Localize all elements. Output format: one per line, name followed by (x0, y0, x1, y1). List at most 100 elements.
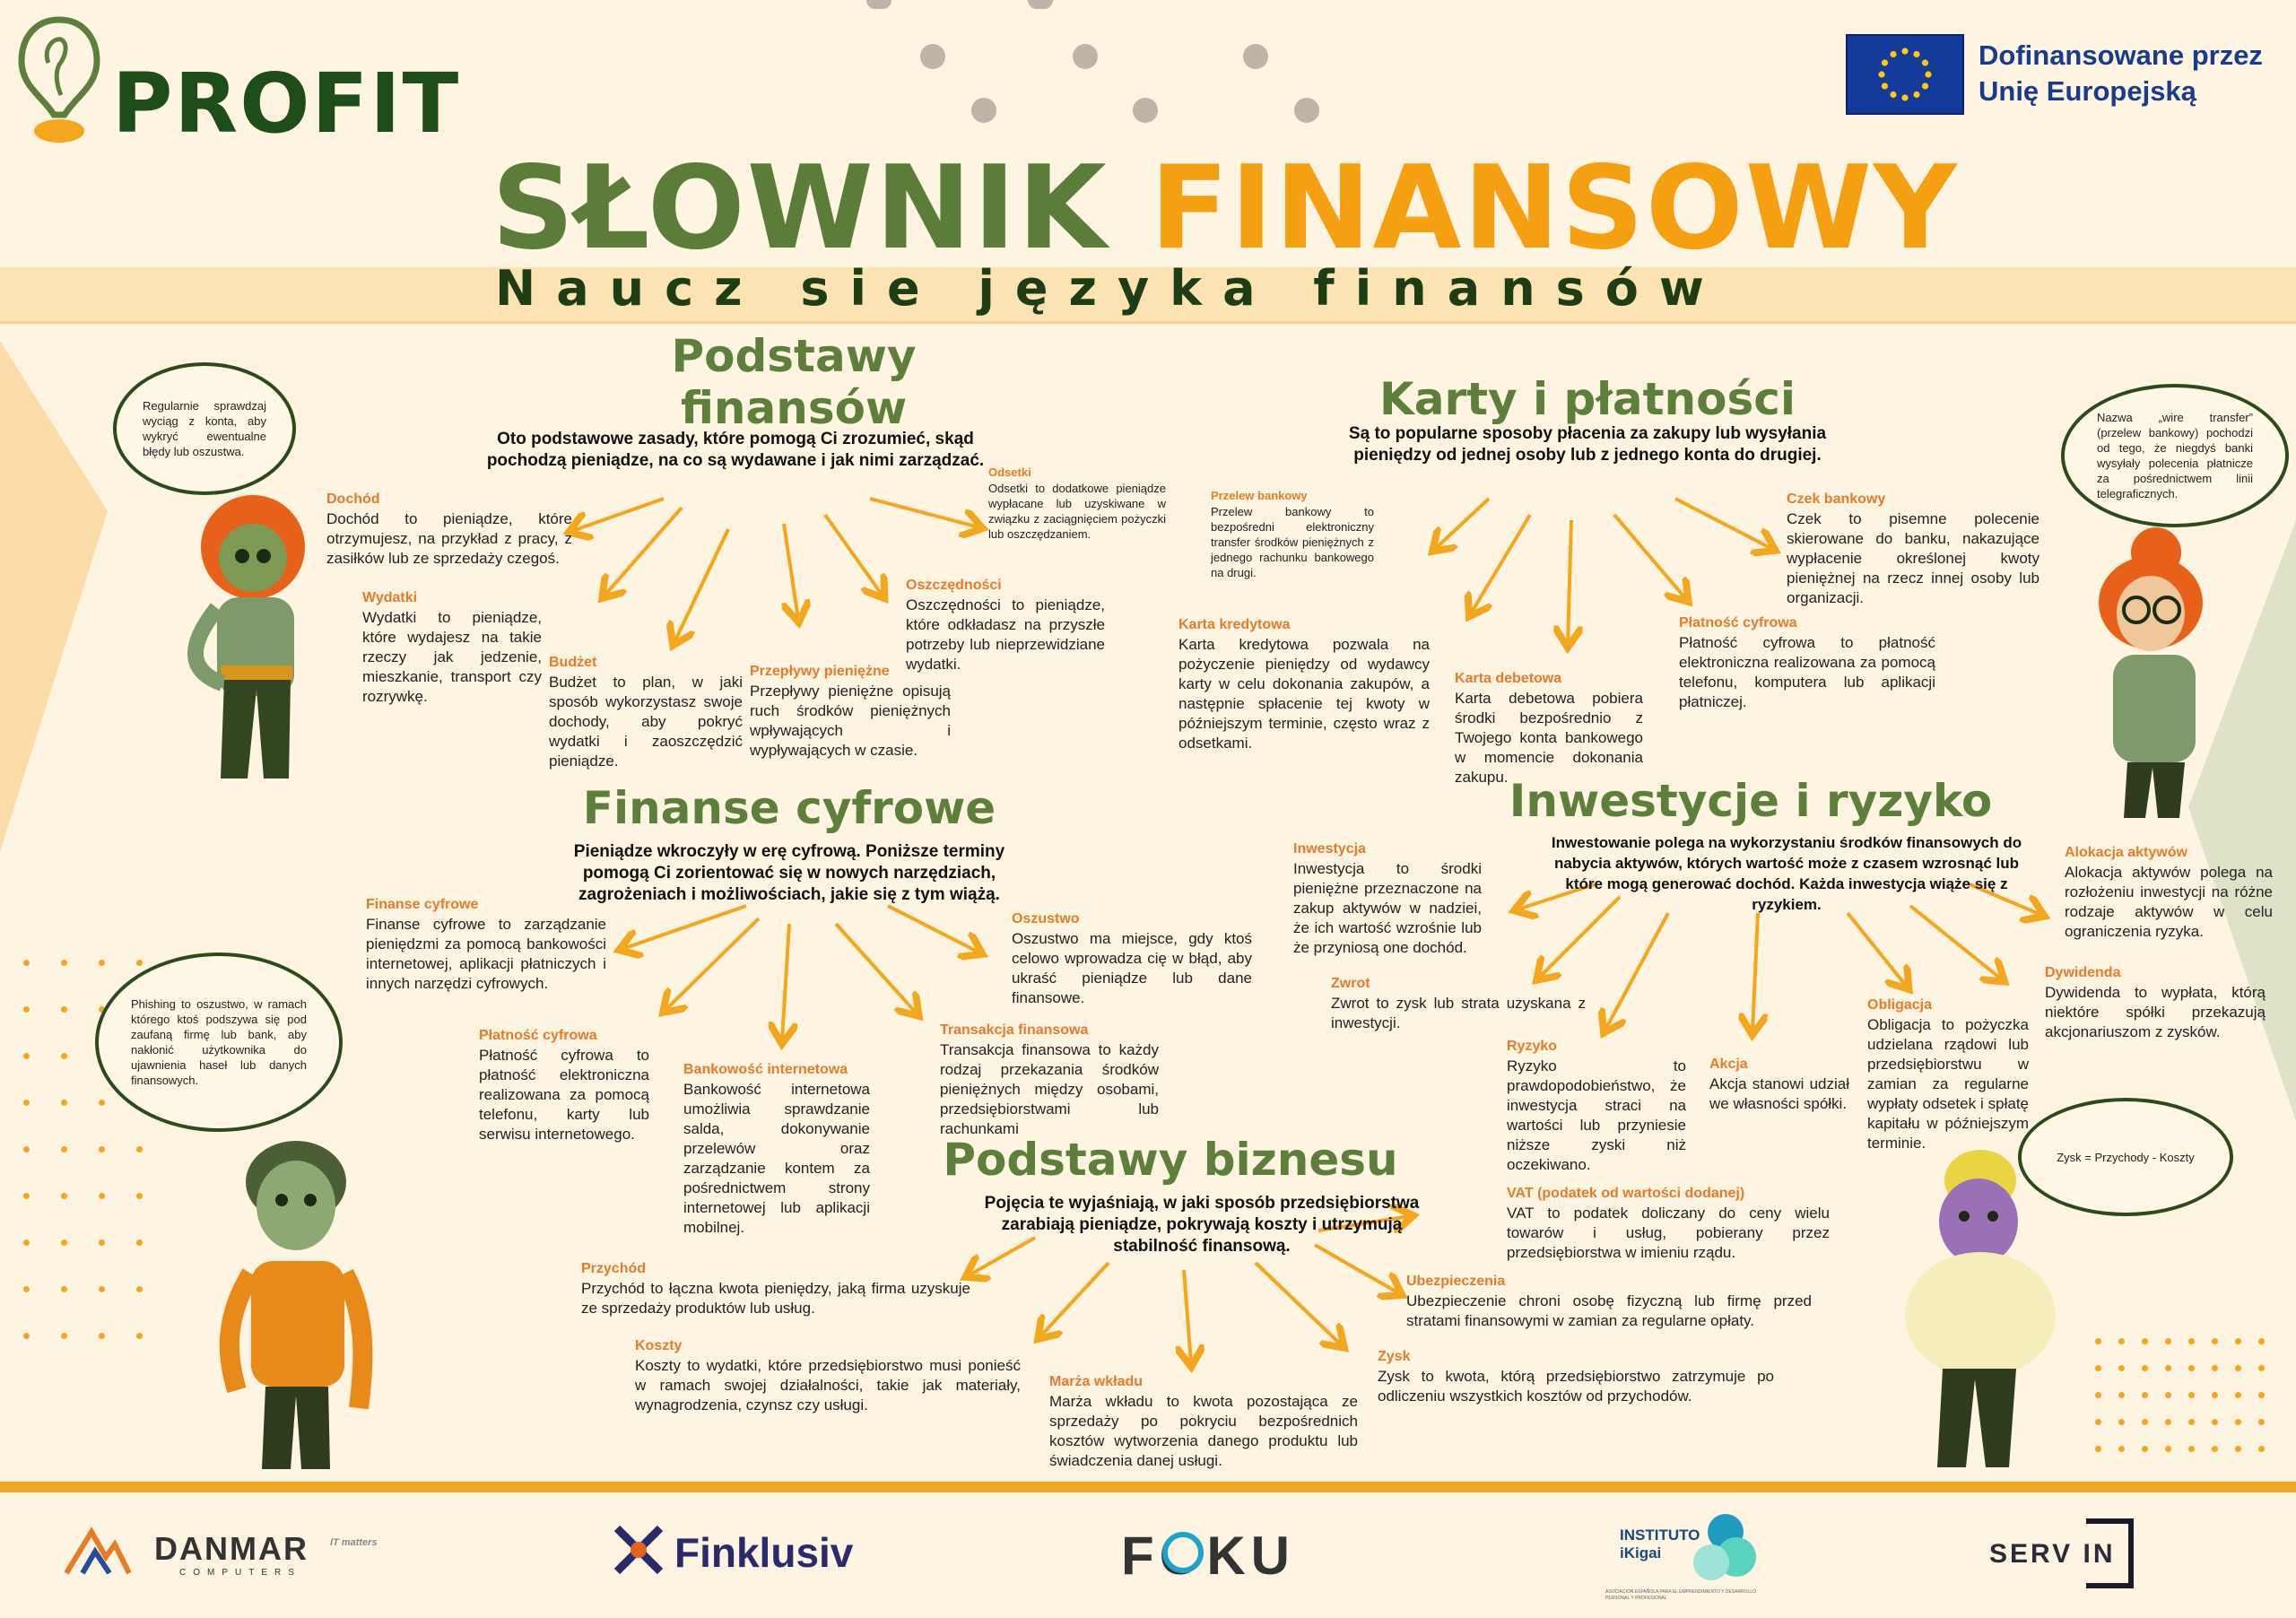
decor-dot (2095, 1419, 2101, 1425)
term-desc: Karta debetowa pobiera środki bezpośredn… (1455, 690, 1643, 786)
term-label: Ryzyko (1507, 1039, 1558, 1054)
term-label: Dywidenda (2045, 965, 2121, 980)
term-desc: Alokacja aktywów polega na rozłożeniu in… (2065, 864, 2273, 940)
term-desc: Przepływy pieniężne opisują ruch środków… (750, 683, 951, 759)
decor-dot (2095, 1392, 2101, 1398)
term-label: Dochód (326, 491, 380, 507)
term-desc: Oszustwo ma miejsce, gdy ktoś celowo wpr… (1012, 930, 1252, 1006)
decor-dot (23, 1146, 30, 1153)
decor-dot (99, 1193, 105, 1199)
decor-dot (61, 1333, 67, 1339)
section-title-cyfrowe: Finanse cyfrowe (582, 782, 996, 834)
decor-dot (2118, 1392, 2125, 1398)
decor-dot (136, 1333, 143, 1339)
decor-dot (99, 1100, 105, 1106)
ikigai-logo-icon (1693, 1514, 1756, 1580)
term-desc: Dochód to pieniądze, które otrzymujesz, … (326, 510, 572, 567)
servin-frame-icon (2086, 1518, 2134, 1588)
term-inwestycja: Inwestycja Inwestycja to środki pieniężn… (1293, 839, 1482, 958)
danmar-logo-icon (65, 1527, 131, 1575)
term-transakcja: Transakcja finansowa Transakcja finansow… (940, 1021, 1159, 1139)
term-label: Zwrot (1331, 976, 1370, 991)
eu-star-icon (1881, 83, 1889, 90)
profit-logo-icon (18, 16, 100, 143)
term-label: Zysk (1378, 1349, 1411, 1364)
term-platnosc-cyfrowa: Płatność cyfrowa Płatność cyfrowa to pła… (479, 1026, 649, 1144)
term-label: Marża wkładu (1049, 1374, 1144, 1389)
term-zysk: Zysk Zysk to kwota, którą przedsiębiorst… (1378, 1347, 1774, 1406)
decor-dot (2165, 1338, 2171, 1344)
eu-star-icon (1890, 91, 1897, 99)
term-koszty: Koszty Koszty to wydatki, które przedsię… (635, 1336, 1021, 1415)
character-purple-man-illustration (1905, 1150, 2056, 1467)
decor-dot (61, 1240, 67, 1246)
term-wydatki: Wydatki Wydatki to pieniądze, które wyda… (362, 588, 542, 707)
decor-dot (2235, 1338, 2241, 1344)
term-czek: Czek bankowy Czek to pisemne polecenie s… (1787, 490, 2039, 608)
term-label: Akcja (1709, 1057, 1748, 1072)
term-label: Bankowość internetowa (683, 1062, 848, 1077)
eu-star-icon (1913, 91, 1920, 99)
decor-dot (61, 1193, 67, 1199)
karty-intro: Są to popularne sposoby płacenia za zaku… (1348, 424, 1827, 465)
section-title-karty: Karty i płatności (1378, 373, 1796, 425)
bubble-text: Phishing to oszustwo, w ramach którego k… (131, 997, 307, 1087)
decor-dot (2165, 1446, 2171, 1452)
decor-dot (2235, 1446, 2241, 1452)
eu-star-icon (1921, 83, 1929, 90)
decor-dot (23, 1333, 30, 1339)
term-desc: Płatność cyfrowa to płatność elektronicz… (1679, 634, 1935, 710)
foku-logo: FOKU (1121, 1526, 1295, 1586)
section-title-inwestycje: Inwestycje i ryzyko (1509, 775, 1993, 827)
term-label: Płatność cyfrowa (1679, 615, 1797, 631)
decor-dot (23, 1100, 30, 1106)
term-label: Przelew bankowy (1211, 489, 1308, 502)
term-bankowosc: Bankowość internetowa Bankowość internet… (683, 1060, 870, 1238)
decor-dot (99, 1146, 105, 1153)
podstawy-title-line2: finansów (680, 382, 908, 434)
eu-star-icon (1901, 94, 1909, 101)
dot-grid-right (2095, 1338, 2274, 1473)
term-desc: Wydatki to pieniądze, które wydajesz na … (362, 609, 542, 705)
brand-name: PROFIT (112, 56, 461, 152)
decor-dot (1243, 44, 1268, 69)
decor-dot (2165, 1392, 2171, 1398)
term-desc: Odsetki to dodatkowe pieniądze wypłacane… (988, 482, 1166, 541)
term-ryzyko: Ryzyko Ryzyko to prawdopodobieństwo, że … (1507, 1037, 1686, 1175)
decor-dot (2095, 1338, 2101, 1344)
term-ubezpieczenia: Ubezpieczenia Ubezpieczenie chroni osobę… (1406, 1272, 1812, 1331)
term-budzet: Budżet Budżet to plan, w jaki sposób wyk… (549, 653, 743, 771)
decor-dot (2188, 1446, 2195, 1452)
decor-dot (2258, 1419, 2265, 1425)
partners-footer: DANMAR COMPUTERS IT matters Finklusiv FO… (0, 1482, 2296, 1618)
term-oszustwo: Oszustwo Oszustwo ma miejsce, gdy ktoś c… (1012, 909, 1252, 1008)
decor-dot (2118, 1338, 2125, 1344)
decor-dot (2235, 1365, 2241, 1371)
podstawy-intro: Oto podstawowe zasady, które pomogą Ci z… (486, 430, 985, 470)
term-label: Inwestycja (1293, 841, 1366, 857)
term-label: Czek bankowy (1787, 491, 1886, 507)
eu-star-icon (1921, 59, 1929, 66)
foku-o-icon (1162, 1532, 1204, 1573)
page-title: SŁOWNIK FINANSOWY (491, 142, 1959, 275)
term-alokacja: Alokacja aktywów Alokacja aktywów polega… (2065, 843, 2273, 942)
term-label: Transakcja finansowa (940, 1022, 1089, 1038)
term-label: Przepływy pieniężne (750, 664, 890, 679)
decor-dot (2095, 1446, 2101, 1452)
decor-dot (2118, 1446, 2125, 1452)
term-karta-kredytowa: Karta kredytowa Karta kredytowa pozwala … (1178, 615, 1430, 753)
term-przychod: Przychód Przychód to łączna kwota pienię… (581, 1259, 970, 1318)
term-desc: Transakcja finansowa to każdy rodzaj prz… (940, 1041, 1159, 1137)
term-desc: Finanse cyfrowe to zarządzanie pieniędzm… (366, 916, 606, 992)
decor-dot (2235, 1419, 2241, 1425)
decor-dot (2258, 1392, 2265, 1398)
term-desc: Obligacja to pożyczka udzielana rządowi … (1867, 1016, 2029, 1152)
decor-dot (2142, 1392, 2148, 1398)
decor-dot (23, 1286, 30, 1292)
decor-dot (2188, 1338, 2195, 1344)
decor-dot (920, 44, 945, 69)
decor-dot (1294, 98, 1319, 123)
decor-dot (136, 1286, 143, 1292)
cyfrowe-intro: Pieniądze wkroczyły w erę cyfrową. Poniż… (573, 842, 1005, 904)
term-desc: Dywidenda to wypłata, którą niektóre spó… (2045, 984, 2266, 1040)
